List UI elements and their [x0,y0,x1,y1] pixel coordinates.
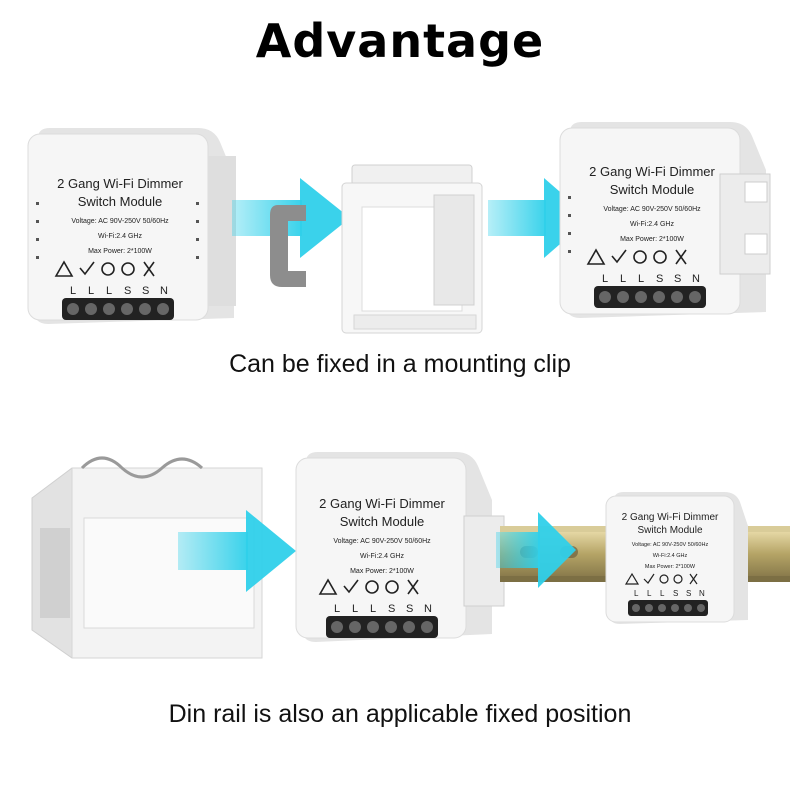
module-voltage: Voltage: AC 90V-250V 50/60Hz [333,538,431,545]
module-voltage: Voltage: AC 90V-250V 50/60Hz [632,542,709,548]
certification-marks-icon [624,572,698,585]
module-power: Max Power: 2*100W [88,248,152,255]
module-wifi: Wi-Fi:2.4 GHz [653,553,688,559]
module-wifi: Wi-Fi:2.4 GHz [630,221,674,228]
module-power: Max Power: 2*100W [645,564,696,570]
terminal-label: L [620,273,626,285]
switch-module-in-clip: 2 Gang Wi-Fi Dimmer Switch Module Voltag… [559,122,771,318]
terminal-label: L [370,603,376,615]
caption-mounting-clip: Can be fixed in a mounting clip [229,350,571,378]
module-title-line2: Switch Module [637,525,702,536]
terminal-label: L [647,589,652,598]
module-title-line1: 2 Gang Wi-Fi Dimmer [589,164,715,179]
module-title-line2: Switch Module [340,514,425,529]
module-title-line2: Switch Module [610,182,695,197]
terminal-label: N [699,589,705,598]
terminal-label: L [70,285,76,297]
mounting-clip-scene: 2 Gang Wi-Fi Dimmer Switch Module Voltag… [27,122,771,334]
terminal-label: L [334,603,340,615]
switch-module-on-din-rail: 2 Gang Wi-Fi Dimmer Switch Module Voltag… [605,492,748,624]
mounting-clip [270,164,483,334]
switch-module-middle: 2 Gang Wi-Fi Dimmer Switch Module Voltag… [295,452,505,642]
module-title-line1: 2 Gang Wi-Fi Dimmer [622,512,719,523]
terminal-label: S [686,589,691,598]
terminal-label: S [673,589,678,598]
module-wifi: Wi-Fi:2.4 GHz [360,553,404,560]
terminal-label: N [424,603,432,615]
module-voltage: Voltage: AC 90V-250V 50/60Hz [603,206,701,213]
terminal-label: L [88,285,94,297]
terminal-label: L [106,285,112,297]
page-title: Advantage [255,14,545,68]
terminal-label: S [674,273,681,285]
module-power: Max Power: 2*100W [620,236,684,243]
module-title-line1: 2 Gang Wi-Fi Dimmer [319,496,445,511]
arrow-icon [178,510,296,592]
terminal-label: L [638,273,644,285]
terminal-block [62,298,174,320]
din-rail-adapter [31,456,263,659]
module-title-line2: Switch Module [78,194,163,209]
terminal-label: S [406,603,413,615]
terminal-label: N [160,285,168,297]
terminal-block [594,286,706,308]
terminal-block [628,600,708,616]
module-power: Max Power: 2*100W [350,568,414,575]
arrow-icon [232,178,350,258]
terminal-label: L [634,589,639,598]
terminal-block [326,616,438,638]
certification-marks-icon [586,248,687,265]
terminal-label: S [388,603,395,615]
terminal-label: L [660,589,665,598]
terminal-label: S [656,273,663,285]
module-wifi: Wi-Fi:2.4 GHz [98,233,142,240]
arrow-icon [496,512,576,588]
terminal-label: S [142,285,149,297]
module-voltage: Voltage: AC 90V-250V 50/60Hz [71,218,169,225]
terminal-label: N [692,273,700,285]
terminal-label: L [602,273,608,285]
caption-din-rail: Din rail is also an applicable fixed pos… [168,700,632,728]
certification-marks-icon [54,260,155,277]
certification-marks-icon [318,578,419,595]
din-rail-scene: 2 Gang Wi-Fi Dimmer Switch Module Voltag… [31,452,790,659]
terminal-label: L [352,603,358,615]
switch-module-left: 2 Gang Wi-Fi Dimmer Switch Module Voltag… [27,128,236,324]
module-title-line1: 2 Gang Wi-Fi Dimmer [57,176,183,191]
arrow-icon [488,178,590,258]
terminal-label: S [124,285,131,297]
